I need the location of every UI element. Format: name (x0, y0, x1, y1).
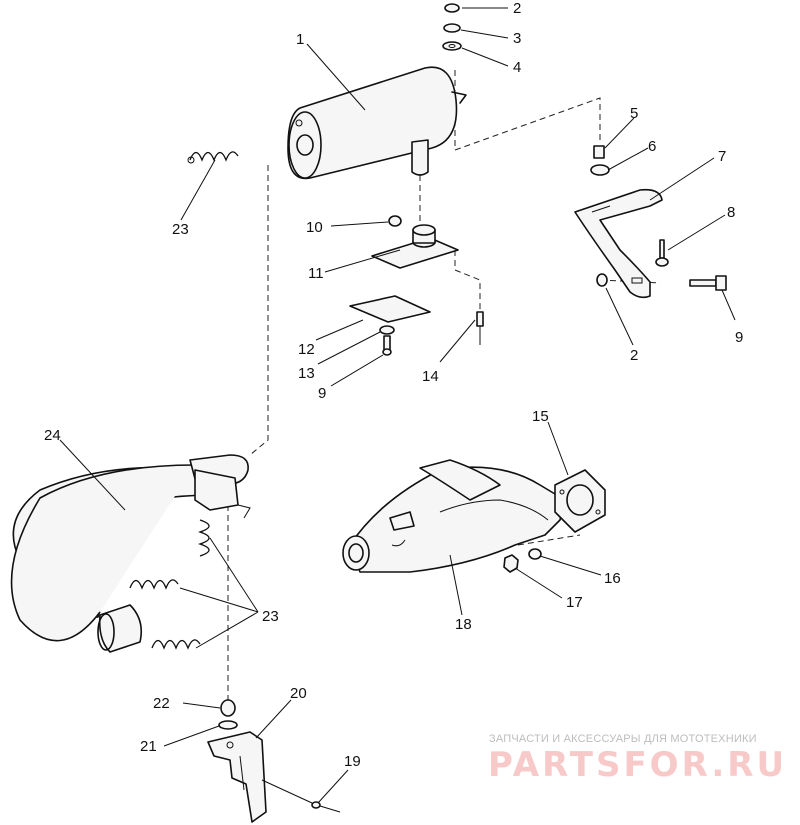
callout-14: 14 (422, 368, 439, 385)
callout-2-bracket: 2 (630, 347, 638, 364)
callout-21: 21 (140, 738, 157, 755)
mounting-plates (349, 215, 484, 356)
callout-23-bottom: 23 (262, 608, 279, 625)
callout-6: 6 (648, 138, 656, 155)
manifold-nut-washer (503, 548, 542, 573)
callout-24: 24 (44, 427, 61, 444)
callout-12: 12 (298, 341, 315, 358)
watermark-brand: PARTSFOR.RU (488, 745, 787, 785)
muffler-bracket (574, 188, 663, 299)
exhaust-springs (129, 151, 239, 650)
bracket-fasteners (596, 239, 727, 291)
leader-lines (59, 7, 736, 804)
callout-11: 11 (308, 265, 324, 282)
lower-bracket (207, 699, 341, 823)
exhaust-manifold (342, 459, 566, 573)
callout-23-top: 23 (172, 221, 189, 238)
callout-17: 17 (566, 594, 583, 611)
expansion-chamber (10, 454, 251, 653)
callout-5: 5 (630, 105, 638, 122)
callout-labels: 1 2 3 4 5 6 7 8 9 2 10 11 12 13 9 14 23 … (44, 0, 743, 770)
grommet-spacer (590, 145, 610, 176)
top-fastener-stack (442, 3, 462, 51)
watermark-subtitle: ЗАПЧАСТИ И АКСЕССУАРЫ ДЛЯ МОТОТЕХНИКИ (489, 733, 757, 745)
callout-4: 4 (513, 59, 521, 76)
callout-13: 13 (298, 365, 315, 382)
callout-2-top: 2 (513, 0, 521, 17)
watermark: ЗАПЧАСТИ И АКСЕССУАРЫ ДЛЯ МОТОТЕХНИКИ PA… (488, 733, 787, 785)
callout-1: 1 (296, 31, 304, 48)
callout-9-right: 9 (735, 329, 743, 346)
callout-8: 8 (727, 204, 735, 221)
callout-9-plate: 9 (318, 385, 326, 402)
callout-18: 18 (455, 616, 472, 633)
callout-22: 22 (153, 695, 170, 712)
callout-16: 16 (604, 570, 621, 587)
muffler (287, 66, 467, 180)
callout-20: 20 (290, 685, 307, 702)
callout-3: 3 (513, 30, 521, 47)
callout-7: 7 (718, 148, 726, 165)
callout-15: 15 (532, 408, 549, 425)
callout-19: 19 (344, 753, 361, 770)
manifold-gasket (554, 469, 606, 533)
callout-10: 10 (306, 219, 323, 236)
